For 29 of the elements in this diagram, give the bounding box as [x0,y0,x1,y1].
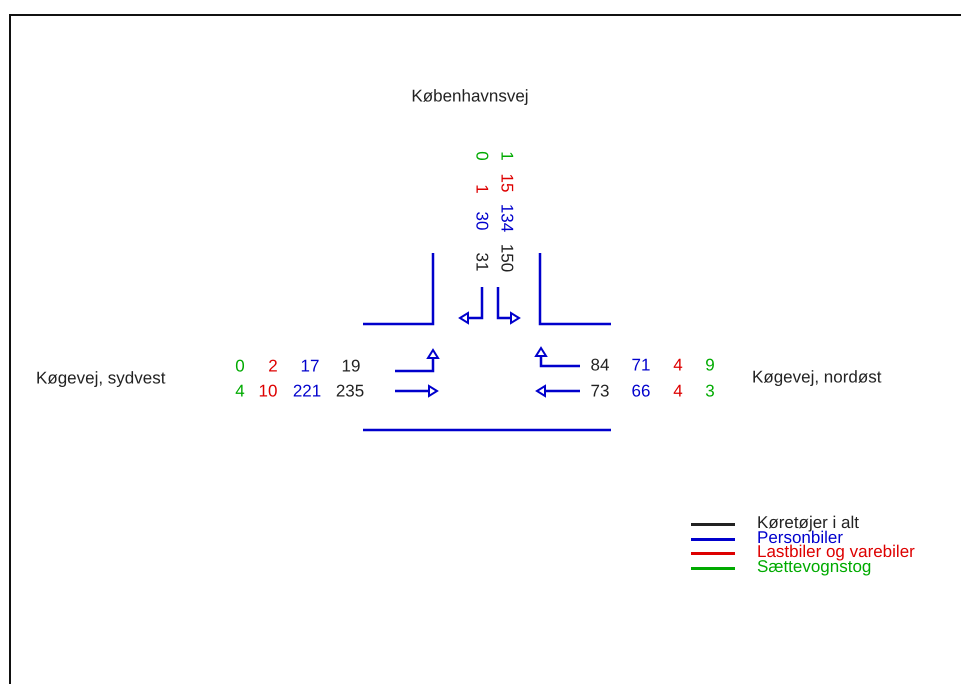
traffic-count: 10 [258,382,278,400]
traffic-count: 73 [590,382,610,400]
traffic-count: 150 [498,244,516,272]
traffic-count: 0 [235,358,245,374]
traffic-count: 134 [498,204,516,232]
traffic-count: 1 [498,151,516,161]
traffic-count: 2 [268,358,278,374]
traffic-count: 30 [474,212,490,230]
traffic-count: 19 [342,358,360,374]
traffic-count: 4 [673,356,683,374]
traffic-count: 9 [705,356,715,374]
traffic-count: 1 [474,184,490,194]
road-name: Københavnsvej [411,88,529,104]
road-name: Køgevej, sydvest [36,370,166,386]
traffic-count: 235 [336,382,364,400]
road-name: Køgevej, nordøst [752,368,882,386]
traffic-count: 15 [498,174,516,192]
traffic-count: 221 [292,382,322,400]
legend-label: Køretøjer i alt [757,514,860,531]
traffic-count: 4 [235,382,245,400]
traffic-count: 3 [705,382,715,400]
traffic-count: 71 [632,356,650,374]
traffic-count: 17 [300,358,320,374]
traffic-count: 84 [590,356,610,374]
legend-label: Lastbiler og varebiler [757,543,915,560]
traffic-count: 31 [474,252,490,272]
traffic-count: 4 [673,382,683,400]
traffic-count: 66 [632,382,650,400]
traffic-count: 0 [474,151,490,161]
